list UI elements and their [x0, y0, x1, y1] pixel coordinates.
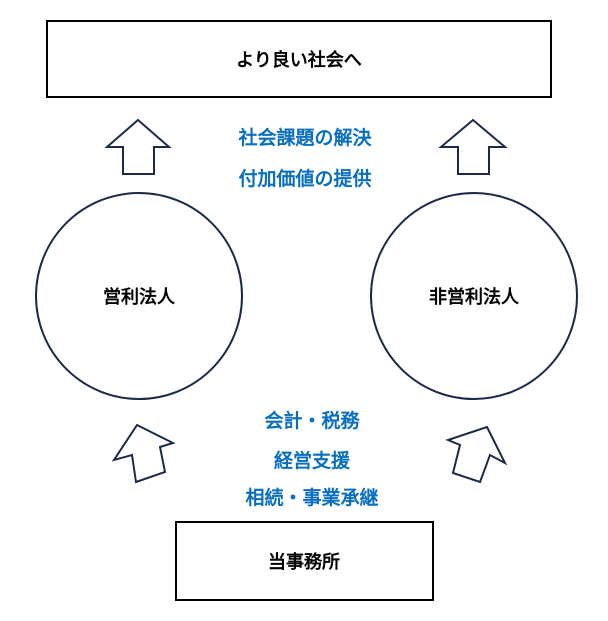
circle-label: 営利法人	[103, 286, 176, 308]
circle-for-profit: 営利法人	[35, 192, 243, 400]
top-box-label: より良い社会へ	[236, 49, 362, 71]
bottom-box-label: 当事務所	[268, 551, 340, 573]
lower-text-line: 相続・事業承継	[245, 486, 378, 509]
upper-text-line: 付加価値の提供	[238, 167, 371, 190]
up-arrow-icon	[104, 118, 172, 175]
tilted-up-arrow-icon	[111, 423, 176, 484]
lower-text-line: 会計・税務	[264, 409, 360, 432]
circle-non-profit: 非営利法人	[370, 192, 578, 400]
circle-label: 非営利法人	[429, 286, 520, 308]
lower-text-line: 経営支援	[274, 449, 351, 472]
upper-text-line: 社会課題の解決	[237, 126, 372, 149]
top-box: より良い社会へ	[46, 20, 552, 98]
bottom-box: 当事務所	[175, 521, 434, 601]
up-arrow-icon	[438, 118, 508, 175]
tilted-up-arrow-icon	[445, 425, 508, 484]
